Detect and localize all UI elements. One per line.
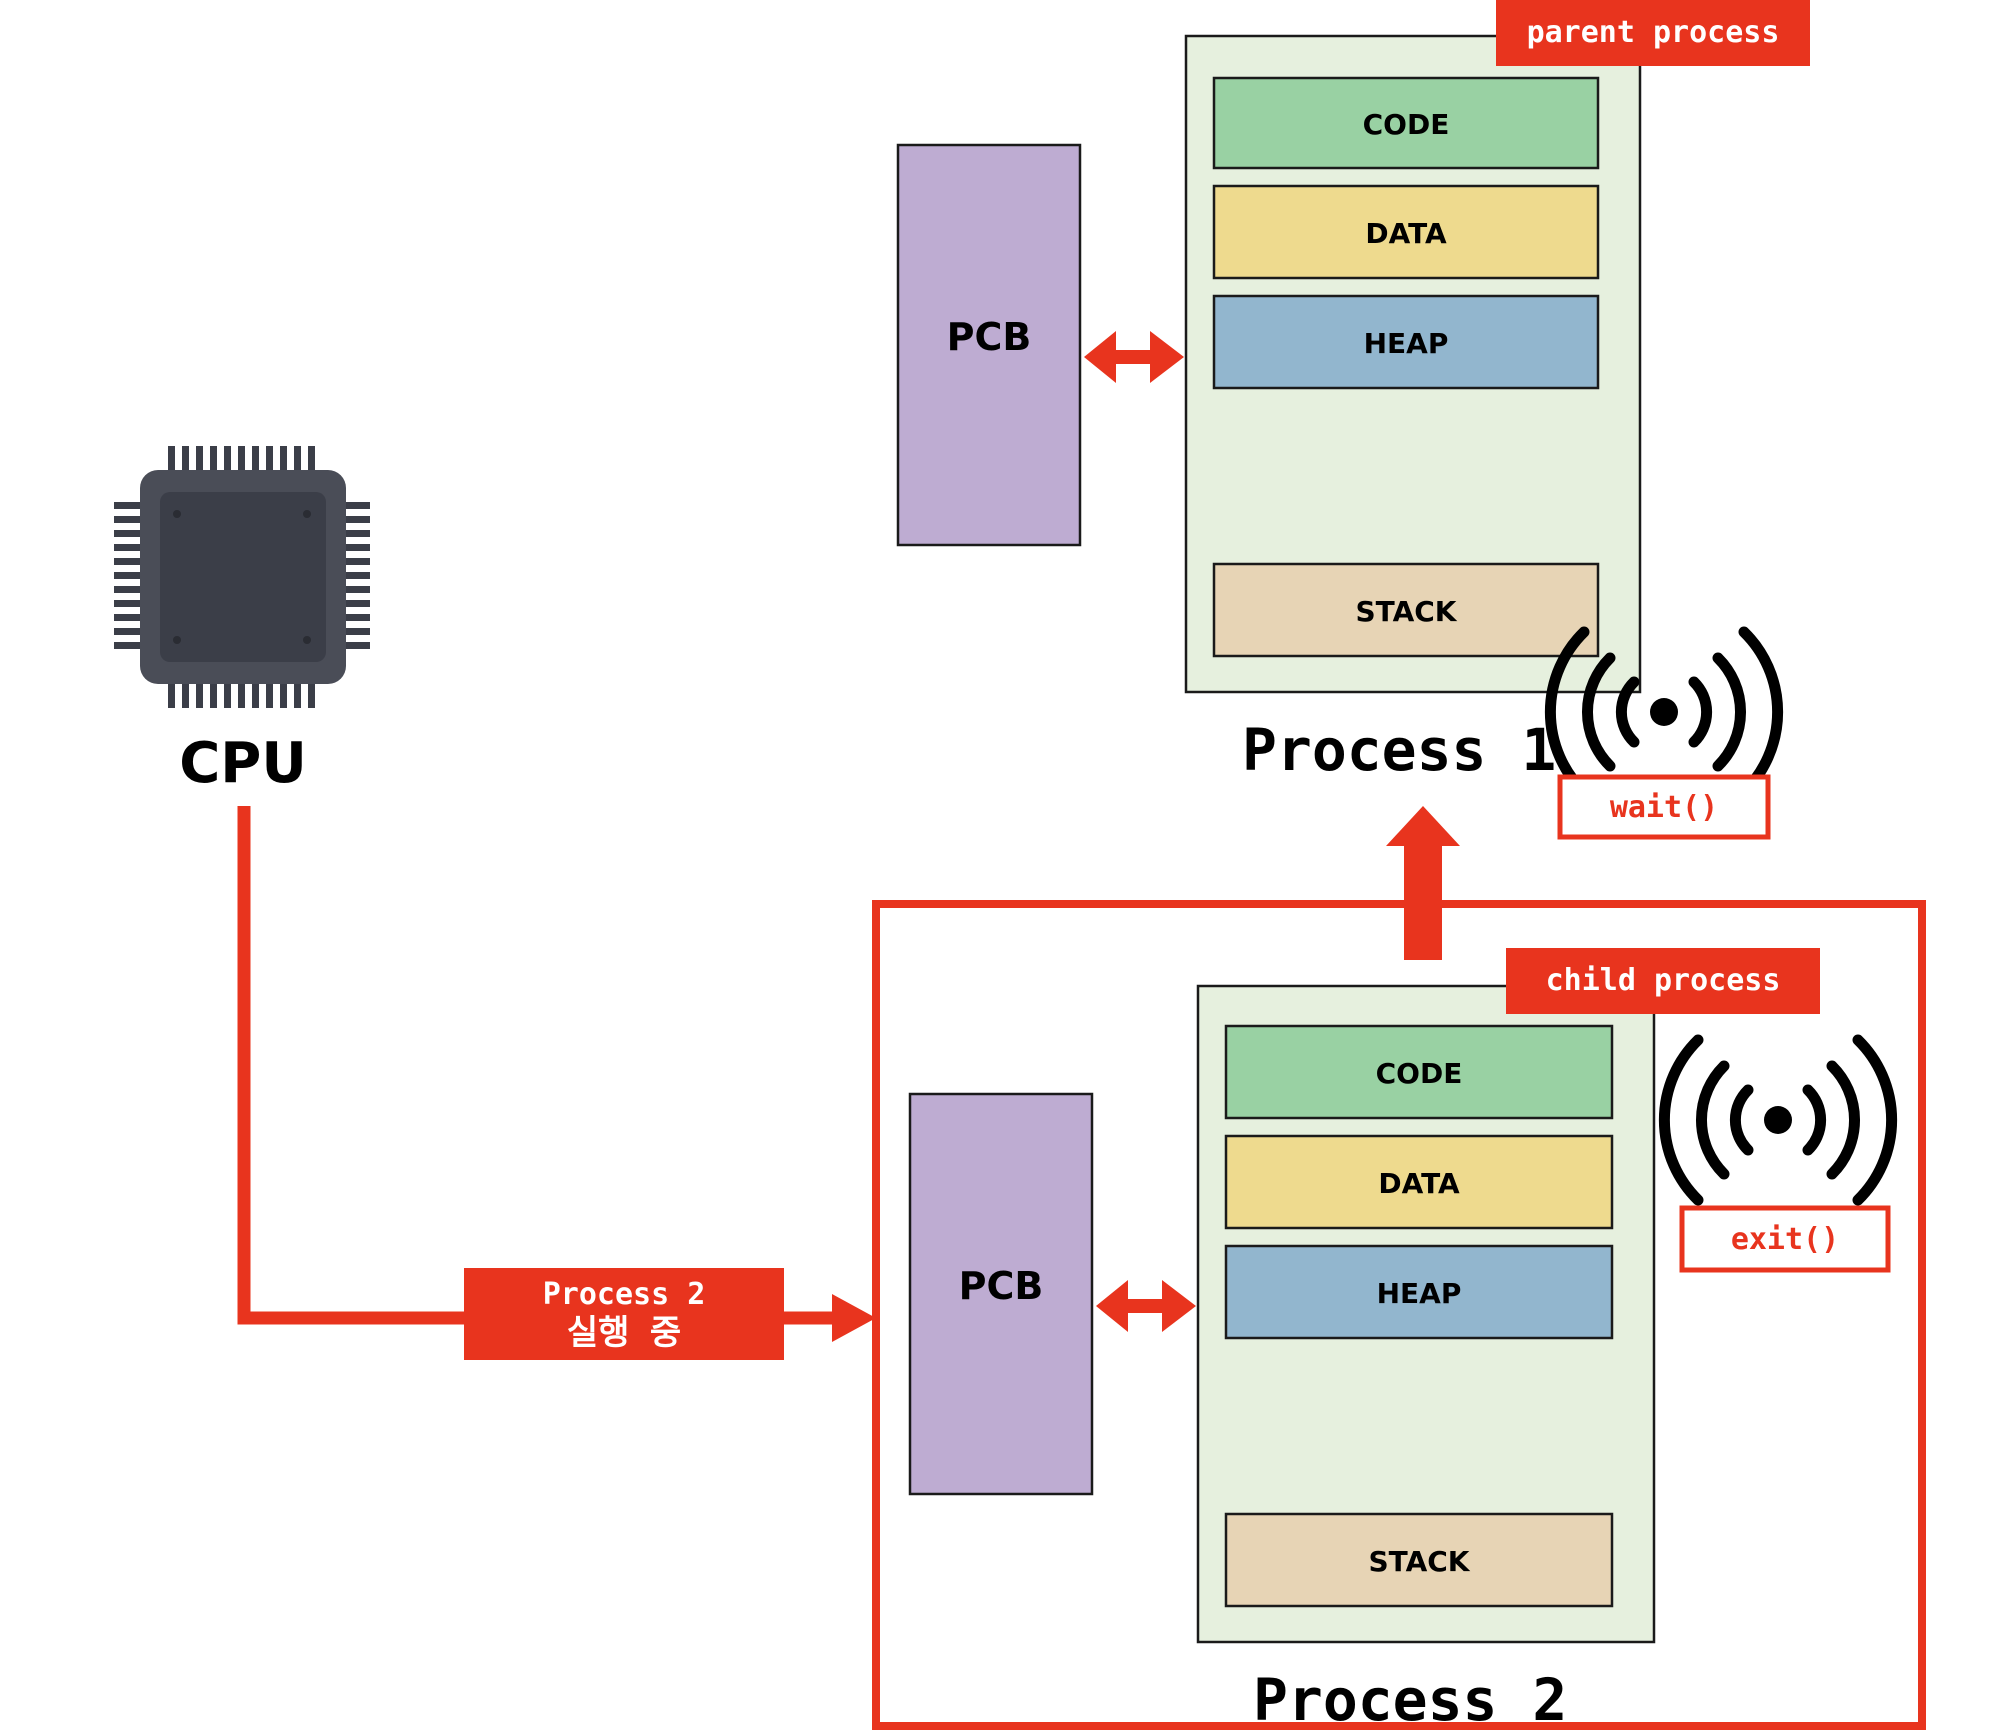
process1-stack-segment (1212, 562, 1600, 658)
process2-tag-box (1506, 948, 1820, 1014)
process1-data-label: DATA (1365, 217, 1447, 250)
process2-code-segment (1224, 1024, 1614, 1120)
signal-broadcast-icon (1544, 626, 1784, 798)
process2-group: child process CODE DATA HEAP STACK PCB P… (908, 948, 1898, 1734)
process1-tag-box (1496, 0, 1810, 66)
process1-heap-segment (1212, 294, 1600, 390)
process2-pcb (908, 1092, 1094, 1496)
process2-code-label: CODE (1376, 1057, 1463, 1090)
process2-stack-segment (1224, 1512, 1614, 1608)
process1-title: Process 1 (1242, 716, 1556, 784)
process1-signal-call: wait() (1610, 790, 1718, 825)
process1-stack-label: STACK (1355, 595, 1457, 628)
process1-group: parent process CODE DATA HEAP STACK PCB … (896, 0, 1810, 840)
process1-pcb-label: PCB (947, 315, 1032, 359)
process1-data-segment (1212, 184, 1600, 280)
double-arrow-icon (1084, 331, 1184, 383)
process1-signal-box (1557, 774, 1771, 840)
right-arrow-icon (832, 1294, 876, 1342)
process2-heap-label: HEAP (1377, 1277, 1462, 1310)
process2-signal-call: exit() (1731, 1222, 1839, 1257)
signal-broadcast-icon (1658, 1034, 1898, 1206)
process1-code-label: CODE (1363, 108, 1450, 141)
process1-tag: parent process (1527, 15, 1780, 50)
connector-label-line2: 실행 중 (567, 1313, 681, 1353)
process2-data-segment (1224, 1134, 1614, 1230)
process2-heap-segment (1224, 1244, 1614, 1340)
up-arrow-icon (1386, 806, 1460, 960)
process2-pcb-label: PCB (959, 1264, 1044, 1308)
process1-code-segment (1212, 76, 1600, 170)
process2-signal-box (1679, 1205, 1891, 1273)
cpu-chip-icon (114, 446, 370, 708)
process2-data-label: DATA (1378, 1167, 1460, 1200)
process2-stack-label: STACK (1368, 1545, 1470, 1578)
connector-label-line1: Process 2 (543, 1277, 706, 1312)
process2-tag: child process (1546, 963, 1781, 998)
double-arrow-icon (1096, 1280, 1196, 1332)
connector-label-box (464, 1268, 784, 1360)
process1-heap-label: HEAP (1364, 327, 1449, 360)
cpu-connector-line (237, 806, 465, 1325)
process2-title: Process 2 (1253, 1666, 1567, 1734)
process1-pcb (896, 143, 1082, 547)
process2-highlight-frame (872, 900, 1926, 1730)
cpu-label: CPU (179, 731, 307, 796)
